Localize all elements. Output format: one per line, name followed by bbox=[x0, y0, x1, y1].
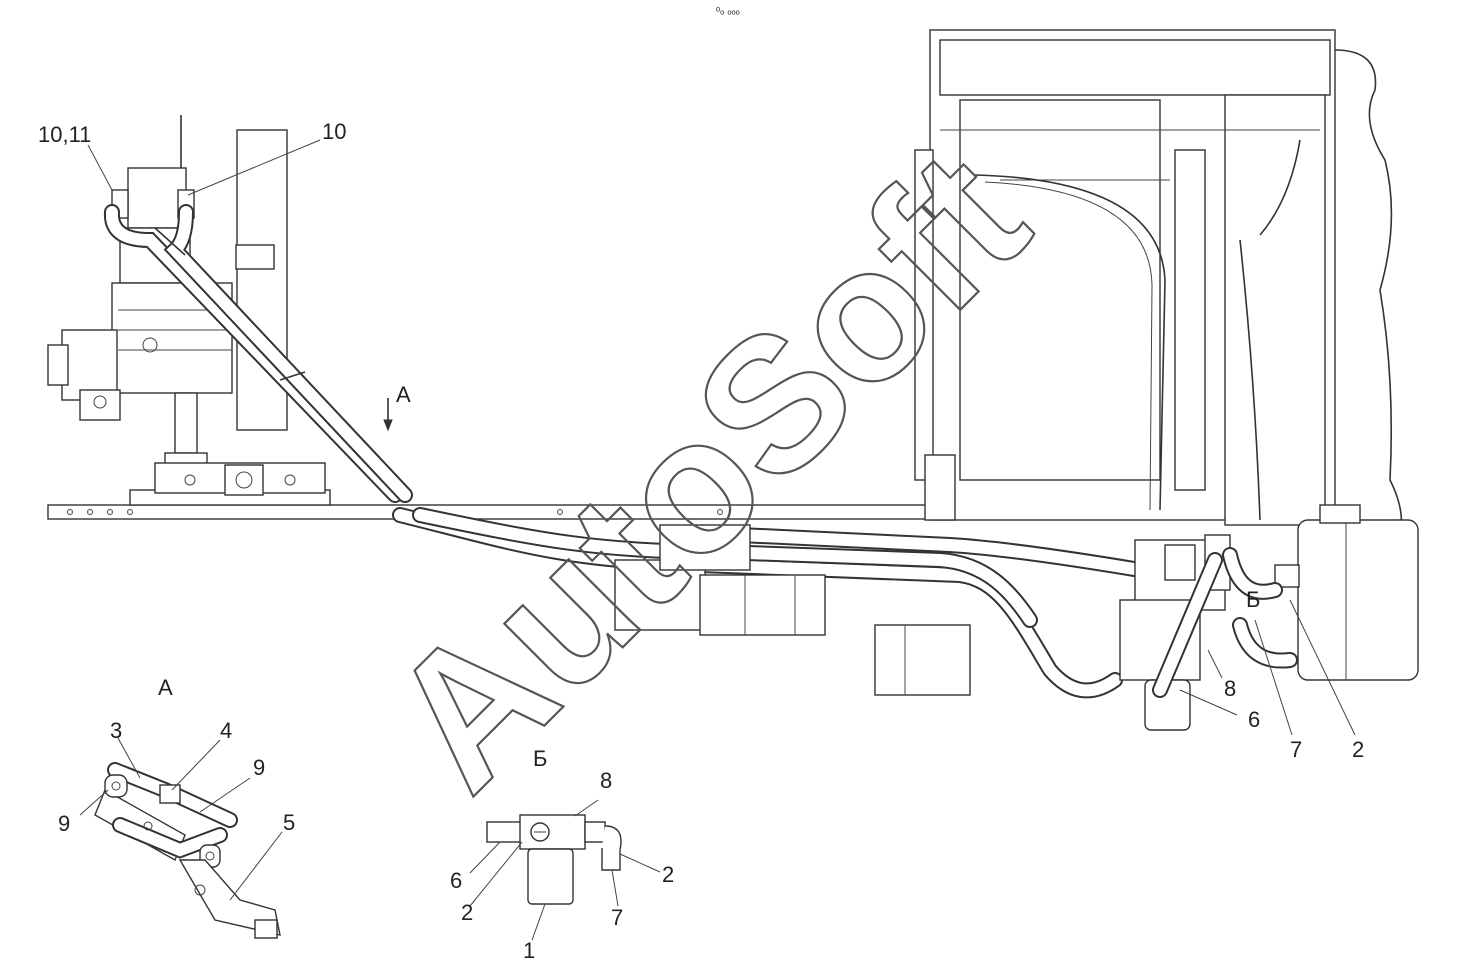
valve-filter-block bbox=[1119, 534, 1298, 731]
callout-9a-a: 9 bbox=[253, 755, 265, 780]
view-a-marker: А bbox=[396, 382, 411, 407]
callout-2b-b: 2 bbox=[662, 862, 674, 887]
callout-4-a: 4 bbox=[220, 718, 232, 743]
callout-2a-b: 2 bbox=[461, 900, 473, 925]
view-a-detail: А 3 4 9 9 5 bbox=[58, 675, 295, 939]
callout-8-main: 8 bbox=[1224, 676, 1236, 701]
view-b-title: Б bbox=[533, 746, 547, 771]
cab-structure bbox=[914, 29, 1403, 546]
base-bracket bbox=[129, 462, 331, 506]
callout-5-a: 5 bbox=[283, 810, 295, 835]
center-drive-unit bbox=[614, 524, 971, 696]
callout-9b-a: 9 bbox=[58, 811, 70, 836]
callout-6-b: 6 bbox=[450, 868, 462, 893]
hydraulic-pump-unit bbox=[47, 167, 233, 494]
view-b-marker: Б bbox=[1246, 587, 1260, 612]
callout-10-11: 10,11 bbox=[38, 122, 91, 147]
callout-8-b: 8 bbox=[600, 768, 612, 793]
hydraulic-tank bbox=[1274, 504, 1419, 681]
callout-7-b: 7 bbox=[611, 905, 623, 930]
callout-3-a: 3 bbox=[110, 718, 122, 743]
callout-2-main: 2 bbox=[1352, 737, 1364, 762]
callout-10: 10 bbox=[322, 119, 346, 144]
main-leaders bbox=[87, 139, 1356, 736]
view-a-title: А bbox=[158, 675, 173, 700]
header-mark: ᵒₒ ₒₒₒ bbox=[716, 5, 740, 17]
main-assembly: А 10,11 10 8 6 7 2 Б bbox=[38, 29, 1419, 762]
view-b-detail: Б 8 6 2 2 7 1 bbox=[450, 746, 674, 963]
callout-1-b: 1 bbox=[523, 938, 535, 963]
callout-7-main: 7 bbox=[1290, 737, 1302, 762]
callout-6-main: 6 bbox=[1248, 707, 1260, 732]
pump-hoses bbox=[103, 204, 413, 503]
